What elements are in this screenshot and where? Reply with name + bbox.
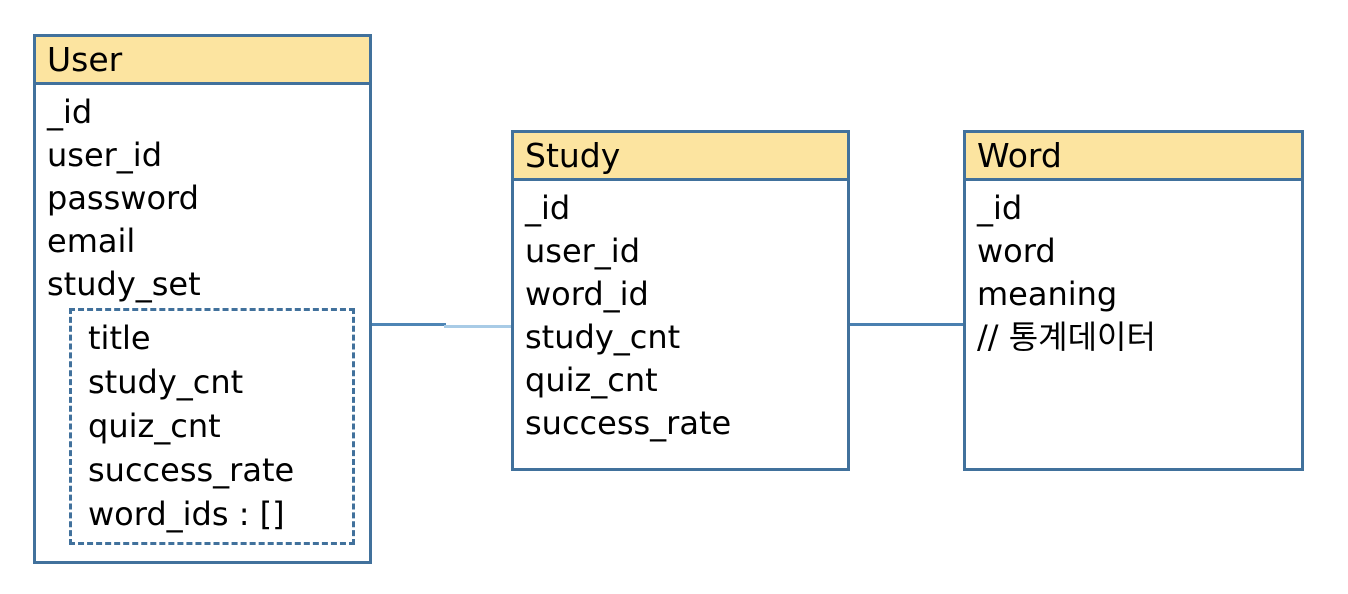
entity-study-fields: _id user_id word_id study_cnt quiz_cnt s…	[514, 181, 847, 445]
entity-user-title: User	[47, 40, 123, 79]
field-study-set-title: title	[88, 319, 151, 357]
entity-user[interactable]: User _id user_id password email study_se…	[33, 34, 372, 564]
field-word-comment: // 통계데이터	[977, 318, 1156, 356]
entity-word-header: Word	[966, 133, 1301, 181]
connector-user-study	[371, 323, 446, 326]
field-user-password: password	[47, 179, 199, 217]
entity-user-header: User	[36, 37, 369, 85]
entity-word-title: Word	[977, 136, 1062, 175]
nested-study-set-box: title study_cnt quiz_cnt success_rate wo…	[69, 308, 355, 545]
field-study-word-id: word_id	[525, 275, 649, 313]
field-study-set-word-ids: word_ids : []	[88, 495, 285, 533]
field-word-meaning: meaning	[977, 275, 1118, 313]
field-user-id: _id	[47, 93, 93, 131]
entity-study-title: Study	[525, 136, 621, 175]
entity-word-fields: _id word meaning // 통계데이터	[966, 181, 1301, 359]
connector-study-word	[848, 323, 965, 326]
field-study-set-study-cnt: study_cnt	[88, 363, 244, 401]
entity-study[interactable]: Study _id user_id word_id study_cnt quiz…	[511, 130, 850, 471]
entity-word[interactable]: Word _id word meaning // 통계데이터	[963, 130, 1304, 471]
field-study-study-cnt: study_cnt	[525, 318, 681, 356]
entity-study-header: Study	[514, 133, 847, 181]
entity-user-fields: _id user_id password email study_set tit…	[36, 85, 369, 545]
field-study-user-id: user_id	[525, 232, 640, 270]
connector-user-study-segment	[444, 325, 513, 328]
field-study-quiz-cnt: quiz_cnt	[525, 361, 658, 399]
field-study-set-success-rate: success_rate	[88, 451, 295, 489]
field-study-set-quiz-cnt: quiz_cnt	[88, 407, 221, 445]
field-user-email: email	[47, 222, 136, 260]
field-word-word: word	[977, 232, 1056, 270]
field-study-success-rate: success_rate	[525, 404, 732, 442]
field-user-study-set: study_set	[47, 265, 201, 303]
field-study-id: _id	[525, 189, 571, 227]
field-word-id: _id	[977, 189, 1023, 227]
field-user-user-id: user_id	[47, 136, 162, 174]
